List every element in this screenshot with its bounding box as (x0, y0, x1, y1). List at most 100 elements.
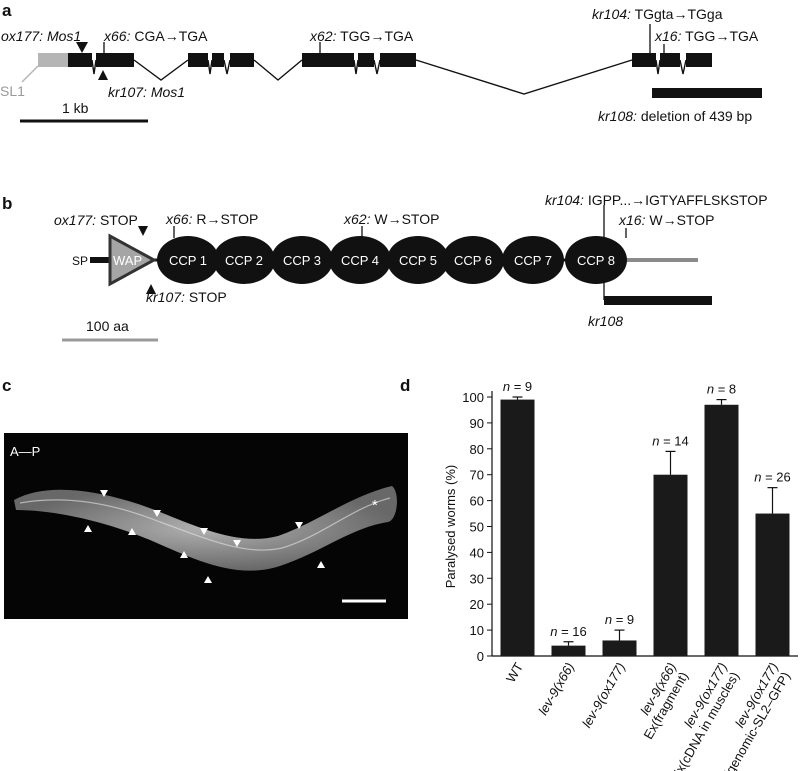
exon (380, 53, 416, 67)
ccp-domain-8 (565, 236, 627, 284)
panel-a-label: a (2, 1, 12, 20)
ccp-domain-2 (213, 236, 275, 284)
x-tick-label: WT (503, 660, 526, 685)
kr108-label: kr108: deletion of 439 bp (598, 108, 752, 124)
y-tick-label: 40 (470, 545, 484, 560)
y-tick-label: 90 (470, 416, 484, 431)
x66-label: x66: R→STOP (165, 211, 258, 227)
body-wall-muscle (19, 497, 391, 551)
y-tick-label: 70 (470, 468, 484, 483)
ox177-insertion-marker (76, 42, 88, 53)
ccp-label-6: CCP 6 (454, 253, 492, 268)
ox177-label: ox177: Mos1 (1, 28, 81, 44)
kr104-label: kr104: TGgta→TGga (592, 6, 723, 22)
kr108-deletion-bar (652, 88, 762, 98)
panel-c-label: c (2, 376, 11, 395)
y-tick-label: 60 (470, 494, 484, 509)
sl1-label: SL1 (0, 83, 25, 99)
x16-label: x16: TGG→TGA (654, 28, 759, 44)
scale-bar-label: 100 aa (86, 318, 129, 334)
exon (358, 53, 374, 67)
anterior-posterior-axis: A—P (10, 444, 40, 459)
sl1-exon (38, 53, 68, 67)
x-tick-label: lev-9(ox177) (579, 660, 628, 730)
x62-label: x62: W→STOP (343, 211, 439, 227)
ccp-label-3: CCP 3 (283, 253, 321, 268)
ccp-label-7: CCP 7 (514, 253, 552, 268)
kr108-label: kr108 (588, 313, 623, 329)
scale-bar-label: 1 kb (62, 100, 89, 116)
kr107-label: kr107: Mos1 (108, 84, 185, 100)
wap-label: WAP (113, 253, 142, 268)
n-label: n = 14 (652, 433, 689, 448)
wap-domain (108, 233, 158, 287)
ccp-label-8: CCP 8 (577, 253, 615, 268)
n-label: n = 8 (707, 382, 736, 397)
ccp-domain-1 (157, 236, 219, 284)
ox177-marker (138, 226, 148, 236)
n-label: n = 26 (754, 470, 791, 485)
x-tick-label: lev-9(x66)Ex(fragment) (628, 660, 693, 742)
x-tick-label: lev-9(x66) (535, 660, 577, 718)
ccp-domains: CCP 1 CCP 2 CCP 3 CCP 4 CCP 5 CCP 6 CCP 7 CCP 8 (157, 236, 627, 284)
y-tick-label: 100 (462, 390, 484, 405)
n-label: n = 9 (605, 612, 634, 627)
ccp-domain-5 (387, 236, 449, 284)
n-label: n = 16 (550, 624, 587, 639)
y-tick-label: 80 (470, 442, 484, 457)
ccp-label-1: CCP 1 (169, 253, 207, 268)
arrowheads (84, 490, 325, 583)
panel-d-label: d (400, 376, 410, 395)
exon (96, 53, 134, 67)
bar (551, 645, 586, 656)
ccp-domain-6 (442, 236, 504, 284)
bar (704, 404, 739, 656)
panel-c: c * A—P (2, 376, 408, 619)
y-tick-label: 0 (477, 649, 484, 664)
y-tick-label: 10 (470, 623, 484, 638)
bar (653, 474, 688, 656)
exon (212, 53, 224, 67)
exon (660, 53, 680, 67)
y-tick-label: 50 (470, 520, 484, 535)
exon (188, 53, 208, 67)
kr104-label: kr104: IGPP...→IGTYAFFLSKSTOP (545, 192, 768, 208)
n-label: n = 9 (503, 379, 532, 394)
x62-label: x62: TGG→TGA (309, 28, 414, 44)
y-tick-label: 30 (470, 571, 484, 586)
kr107-marker (146, 284, 156, 294)
sp-label: SP (72, 254, 88, 268)
y-axis-label: Paralysed worms (%) (443, 465, 458, 589)
bar (755, 513, 790, 656)
x66-label: x66: CGA→TGA (103, 28, 208, 44)
ccp-domain-7 (502, 236, 564, 284)
ccp-label-2: CCP 2 (225, 253, 263, 268)
kr108-deletion-bar (604, 296, 712, 305)
exon (230, 53, 254, 67)
exon (68, 53, 92, 67)
kr107-label: kr107: STOP (146, 289, 227, 305)
ccp-domain-3 (271, 236, 333, 284)
ccp-domain-4 (329, 236, 391, 284)
exon (686, 53, 712, 67)
exon (632, 53, 656, 67)
worm-body (14, 486, 397, 571)
ccp-label-4: CCP 4 (341, 253, 379, 268)
panel-a: a SL1 (0, 1, 762, 124)
exon (302, 53, 354, 67)
kr107-insertion-marker (98, 70, 108, 80)
bar (500, 399, 535, 656)
ccp-label-5: CCP 5 (399, 253, 437, 268)
sl1-connector (21, 65, 39, 83)
ox177-label: ox177: STOP (54, 212, 138, 228)
y-tick-label: 20 (470, 597, 484, 612)
asterisk-marker: * (372, 497, 378, 514)
bar (602, 640, 637, 656)
panel-b-label: b (2, 194, 12, 213)
x16-label: x16: W→STOP (618, 212, 714, 228)
introns (91, 59, 687, 95)
